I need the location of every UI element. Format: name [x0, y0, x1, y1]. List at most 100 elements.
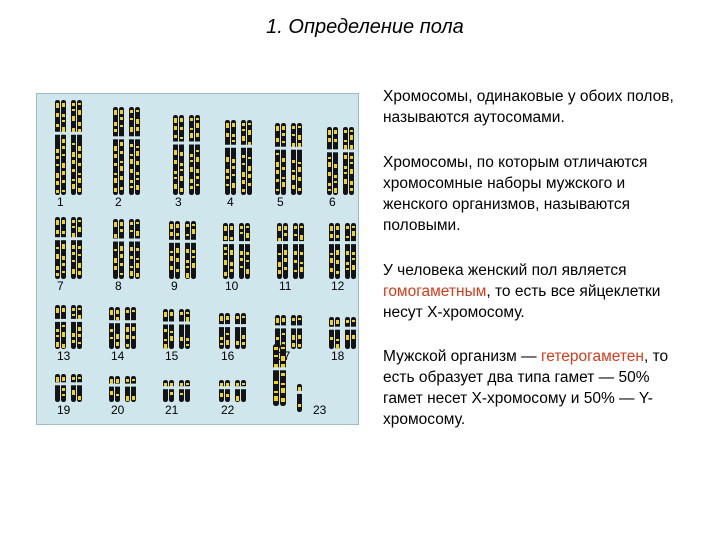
chromosome-number: 13: [57, 349, 71, 363]
chromosome: [60, 100, 67, 195]
chromosome: [334, 317, 341, 349]
chromosome-number: 7: [57, 279, 64, 293]
chromosome-number: 22: [221, 403, 235, 417]
chromosome: [178, 309, 185, 349]
chromosome: [54, 100, 61, 195]
text-segment: , то есть образует два типа гамет — 50% …: [383, 348, 669, 428]
chromosome-number: 2: [115, 195, 122, 209]
chromosome: [76, 374, 83, 402]
chromosome: [178, 380, 185, 402]
chromosome: [228, 223, 235, 279]
chromosome-number: 21: [165, 403, 179, 417]
chromosome: [112, 107, 119, 195]
chromosome: [230, 120, 237, 195]
chromosome: [274, 123, 281, 195]
chromosome: [108, 307, 115, 349]
chromosome-number: 1: [57, 195, 64, 209]
chromosome-number: 3: [175, 195, 182, 209]
chromosome-number: 11: [279, 279, 292, 293]
chromosome: [280, 315, 287, 349]
y-chromosome: [296, 384, 303, 412]
chromosome: [350, 317, 357, 349]
chromosome: [76, 100, 83, 195]
chromosome: [234, 380, 241, 402]
chromosome: [334, 223, 341, 279]
chromosome: [130, 376, 137, 402]
chromosome: [240, 120, 247, 195]
chromosome: [290, 315, 297, 349]
chromosome: [168, 221, 175, 279]
chromosome: [54, 305, 61, 349]
chromosome: [124, 307, 131, 349]
text-segment: У человека женский пол является: [383, 262, 627, 279]
text-segment: Мужской организм —: [383, 348, 541, 365]
chromosome: [114, 376, 121, 402]
chromosome: [282, 223, 289, 279]
chromosome-number: 18: [331, 349, 345, 363]
chromosome: [332, 127, 339, 195]
paragraph-sex-chromosomes: Хромосомы, по которым отличаются хромосо…: [383, 154, 648, 234]
chromosome: [114, 307, 121, 349]
chromosome: [238, 223, 245, 279]
chromosome-number: 14: [111, 349, 125, 363]
karyotype-drawing: 1234567891011121314151617181920212223: [54, 100, 357, 417]
chromosome: [276, 223, 283, 279]
chromosome: [60, 217, 67, 279]
chromosome: [184, 221, 191, 279]
chromosome: [162, 380, 169, 402]
chromosome: [134, 107, 141, 195]
chromosome: [348, 127, 355, 195]
chromosome: [118, 219, 125, 279]
chromosome: [168, 309, 175, 349]
chromosome: [124, 376, 131, 402]
chromosome: [224, 313, 231, 349]
text-segment: , то есть все яйцеклетки несут X-хромосо…: [383, 283, 661, 321]
chromosome: [60, 374, 67, 402]
chromosome: [344, 317, 351, 349]
chromosome: [54, 374, 61, 402]
chromosome-number: 5: [277, 195, 284, 209]
chromosome: [246, 120, 253, 195]
chromosome: [60, 305, 67, 349]
chromosome: [178, 115, 185, 195]
chromosome: [194, 115, 201, 195]
chromosome: [240, 380, 247, 402]
chromosome: [234, 313, 241, 349]
chromosome-number: 16: [221, 349, 235, 363]
chromosome-number: 20: [111, 403, 125, 417]
chromosome-number: 4: [227, 195, 234, 209]
chromosome: [224, 120, 231, 195]
chromosome: [184, 309, 191, 349]
chromosome-number: 8: [115, 279, 122, 293]
highlight-homogametic: гомогаметным: [383, 283, 487, 300]
chromosome: [168, 380, 175, 402]
chromosome: [76, 217, 83, 279]
chromosome: [328, 223, 335, 279]
chromosome: [128, 219, 135, 279]
chromosome: [188, 115, 195, 195]
chromosome: [222, 223, 229, 279]
chromosome: [70, 374, 77, 402]
chromosome: [218, 313, 225, 349]
chromosome: [134, 219, 141, 279]
chromosome-number: 19: [57, 403, 71, 417]
paragraph-autosomes: Хромосомы, одинаковые у обоих полов, наз…: [383, 88, 674, 126]
chromosome: [350, 223, 357, 279]
chromosome-number: 9: [171, 279, 178, 293]
chromosome: [218, 380, 225, 402]
paragraph-male-sex: Мужской организм — гетерогаметен, то ест…: [383, 346, 683, 430]
chromosome: [328, 317, 335, 349]
x-chromosome: [279, 344, 287, 406]
chromosome: [70, 305, 77, 349]
chromosome: [326, 127, 333, 195]
chromosome-number: 6: [329, 195, 336, 209]
slide-title: 1. Определение пола: [266, 16, 464, 38]
paragraph-female-sex: У человека женский пол является гомогаме…: [383, 260, 683, 323]
chromosome: [298, 223, 305, 279]
chromosome: [292, 223, 299, 279]
chromosome-number: 23: [313, 403, 327, 417]
chromosome: [108, 376, 115, 402]
chromosome: [224, 380, 231, 402]
chromosome: [342, 127, 349, 195]
karyotype-image: 1234567891011121314151617181920212223: [36, 93, 359, 425]
